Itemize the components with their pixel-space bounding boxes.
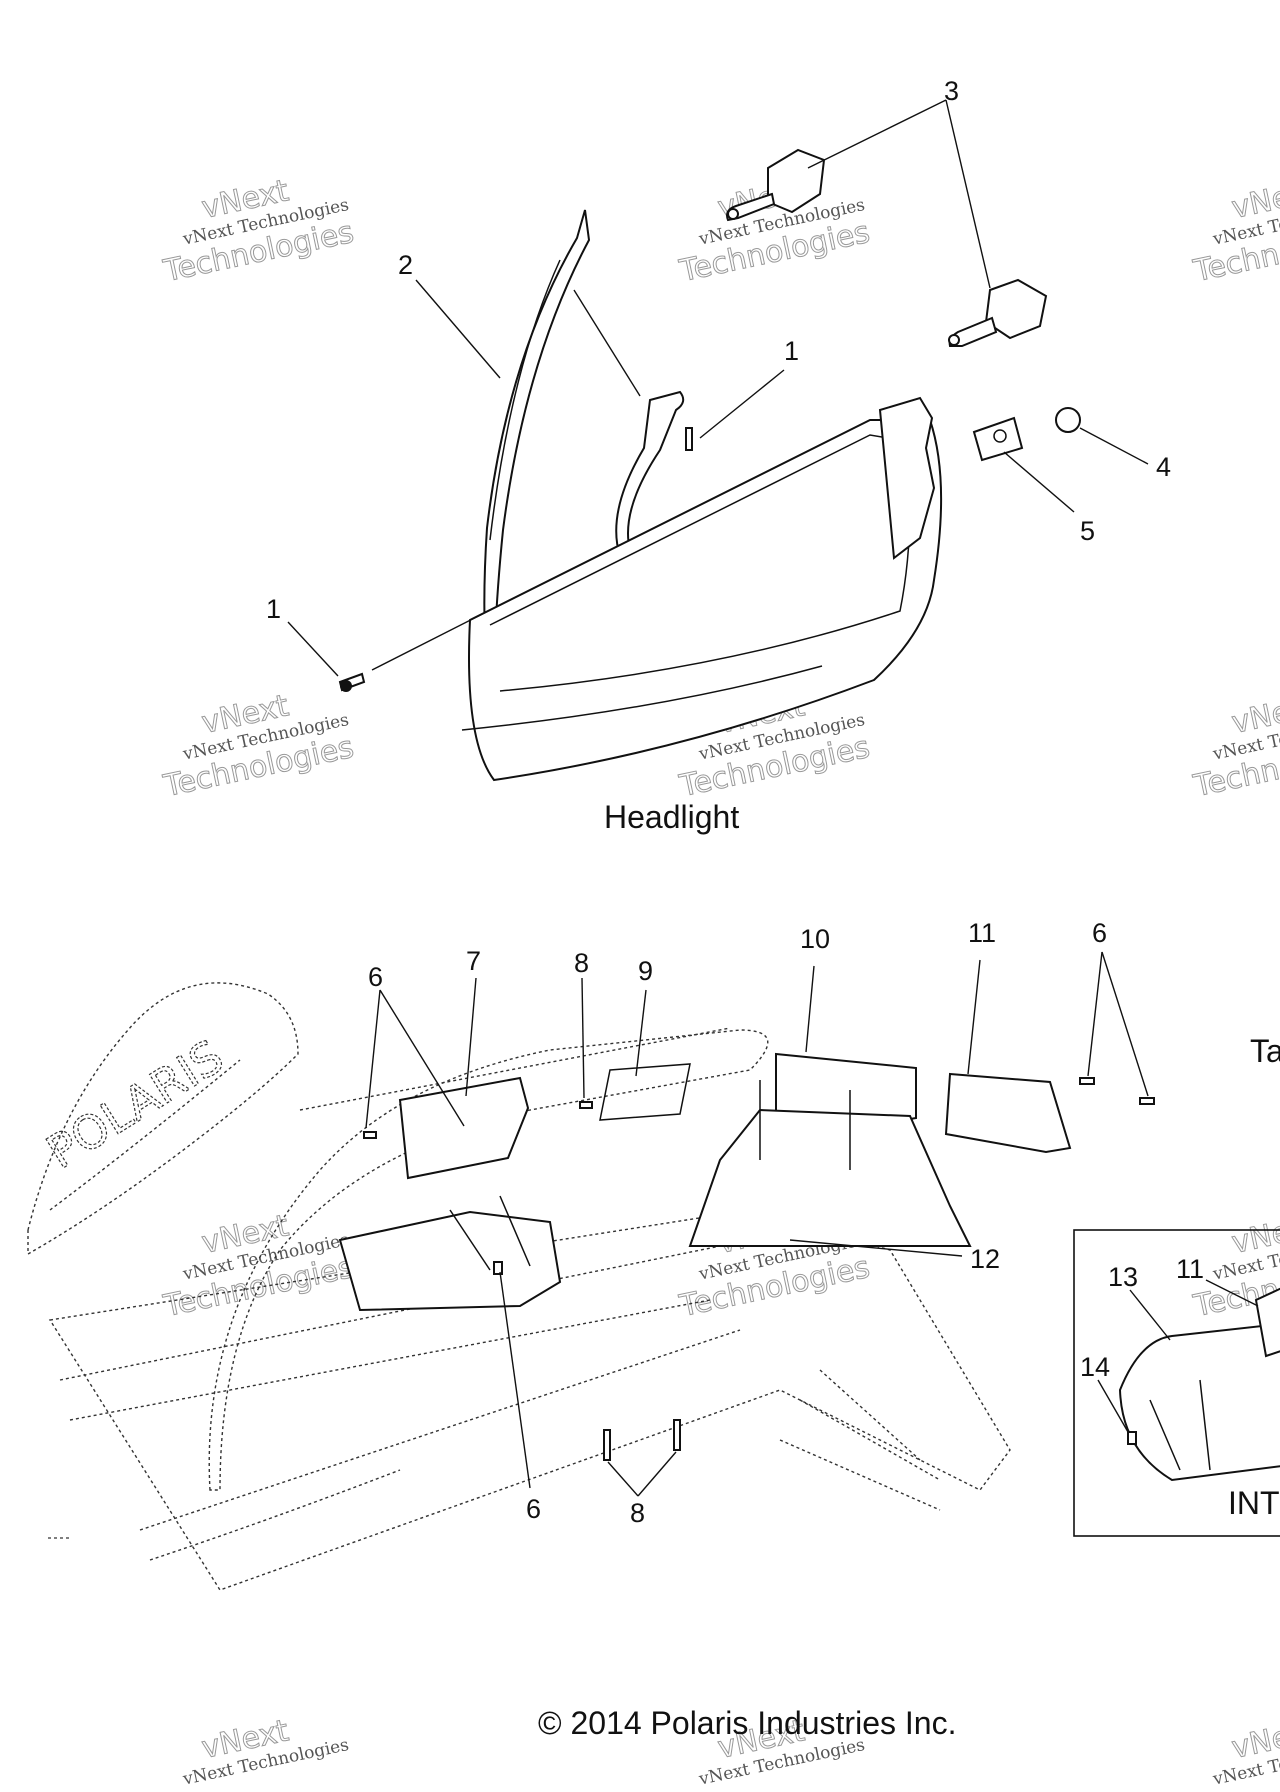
section-title-taillight: Ta — [1250, 1033, 1280, 1069]
callout-5: 5 — [1080, 516, 1095, 546]
screw — [1127, 1431, 1137, 1445]
screw-head — [340, 680, 352, 692]
callout-13: 13 — [1108, 1262, 1138, 1292]
callout-10: 10 — [800, 924, 830, 954]
callout-6: 6 — [1092, 918, 1107, 948]
headlight-bulb — [948, 278, 1048, 347]
screw — [673, 1419, 681, 1451]
headlight-bracket — [615, 390, 685, 558]
watermark: vNext vNext Technologies Technologies — [160, 1208, 358, 1325]
watermark: vNext vNext Technologies Technologies — [1190, 688, 1280, 805]
callout-4: 4 — [1156, 452, 1171, 482]
callout-8: 8 — [630, 1498, 645, 1528]
seat-brand-text: POLARIS — [37, 1029, 233, 1179]
taillight-bracket-left — [398, 1076, 530, 1180]
taillight-lens — [944, 1072, 1072, 1154]
callout-8: 8 — [574, 948, 589, 978]
headlight-adjuster — [878, 396, 936, 560]
callout-2: 2 — [398, 250, 413, 280]
mount-bracket — [338, 1210, 562, 1312]
taillight-base — [688, 1108, 972, 1247]
clip-nut — [972, 416, 1024, 462]
inset-frame — [1073, 1229, 1280, 1537]
inset-title: INT — [1228, 1485, 1280, 1521]
watermark: vNext vNext Technologies Technologies — [160, 688, 358, 805]
section-title-headlight: Headlight — [604, 799, 739, 835]
copyright-text: © 2014 Polaris Industries Inc. — [538, 1705, 956, 1741]
callout-12: 12 — [970, 1244, 1000, 1274]
inset-housing — [1118, 1324, 1280, 1482]
callout-1: 1 — [266, 594, 281, 624]
callout-7: 7 — [466, 946, 481, 976]
screw — [1139, 1097, 1155, 1105]
headlight-bezel-inner — [489, 259, 561, 541]
callout-6: 6 — [526, 1494, 541, 1524]
callout-11: 11 — [968, 918, 996, 948]
screw — [493, 1261, 503, 1275]
watermark: vNext vNext Technologies Technologies — [160, 173, 358, 290]
watermark: vNext vNext Technologies — [180, 1713, 350, 1790]
screw — [603, 1429, 611, 1461]
headlight-housing — [468, 419, 943, 782]
inset-lens — [1254, 1287, 1280, 1358]
watermark: vNext vNext Technologies Technologies — [1190, 173, 1280, 290]
screw — [685, 427, 693, 451]
callout-3: 3 — [944, 76, 959, 106]
callout-1: 1 — [784, 336, 799, 366]
screw — [1079, 1077, 1095, 1085]
push-rivet — [1055, 407, 1081, 433]
callout-6: 6 — [368, 962, 383, 992]
callout-11: 11 — [1176, 1254, 1204, 1284]
support-plate — [599, 1063, 691, 1121]
headlight-section: 3 2 1 1 4 5 Headlight — [266, 76, 1171, 835]
rear-rack — [208, 1029, 769, 1491]
callout-9: 9 — [638, 956, 653, 986]
watermark: vNext vNext Technologies — [1210, 1713, 1280, 1790]
headlight-bulb — [726, 148, 826, 222]
inset-panel: 13 11 14 INT — [1073, 1229, 1280, 1537]
callout-14: 14 — [1080, 1352, 1110, 1382]
headlight-lower-edge — [461, 665, 823, 731]
screw — [579, 1101, 593, 1109]
screw — [363, 1131, 377, 1139]
